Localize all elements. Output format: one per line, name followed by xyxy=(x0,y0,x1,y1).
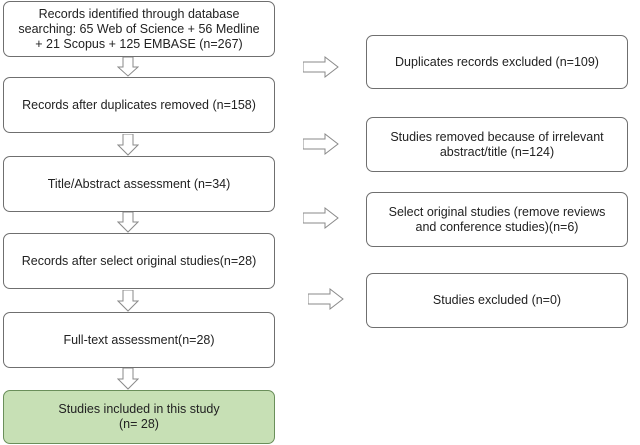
down-arrow-icon xyxy=(117,368,139,390)
studies-included-box: Studies included in this study (n= 28) xyxy=(3,390,275,444)
select-original-box: Select original studies (remove reviews … xyxy=(366,192,628,247)
studies-excluded-box: Studies excluded (n=0) xyxy=(366,273,628,328)
full-text-assessment-box: Full-text assessment(n=28) xyxy=(3,312,275,368)
right-arrow-icon xyxy=(303,56,339,78)
irrelevant-removed-box: Studies removed because of irrelevant ab… xyxy=(366,117,628,172)
down-arrow-icon xyxy=(117,57,139,77)
duplicates-excluded-box: Duplicates records excluded (n=109) xyxy=(366,35,628,89)
down-arrow-icon xyxy=(117,134,139,156)
records-after-duplicates-box: Records after duplicates removed (n=158) xyxy=(3,77,275,133)
title-abstract-box: Title/Abstract assessment (n=34) xyxy=(3,156,275,212)
down-arrow-icon xyxy=(117,290,139,312)
right-arrow-icon xyxy=(308,288,344,310)
records-identified-box: Records identified through database sear… xyxy=(3,1,275,57)
down-arrow-icon xyxy=(117,212,139,233)
original-studies-box: Records after select original studies(n=… xyxy=(3,233,275,289)
right-arrow-icon xyxy=(303,207,339,229)
right-arrow-icon xyxy=(303,133,339,155)
